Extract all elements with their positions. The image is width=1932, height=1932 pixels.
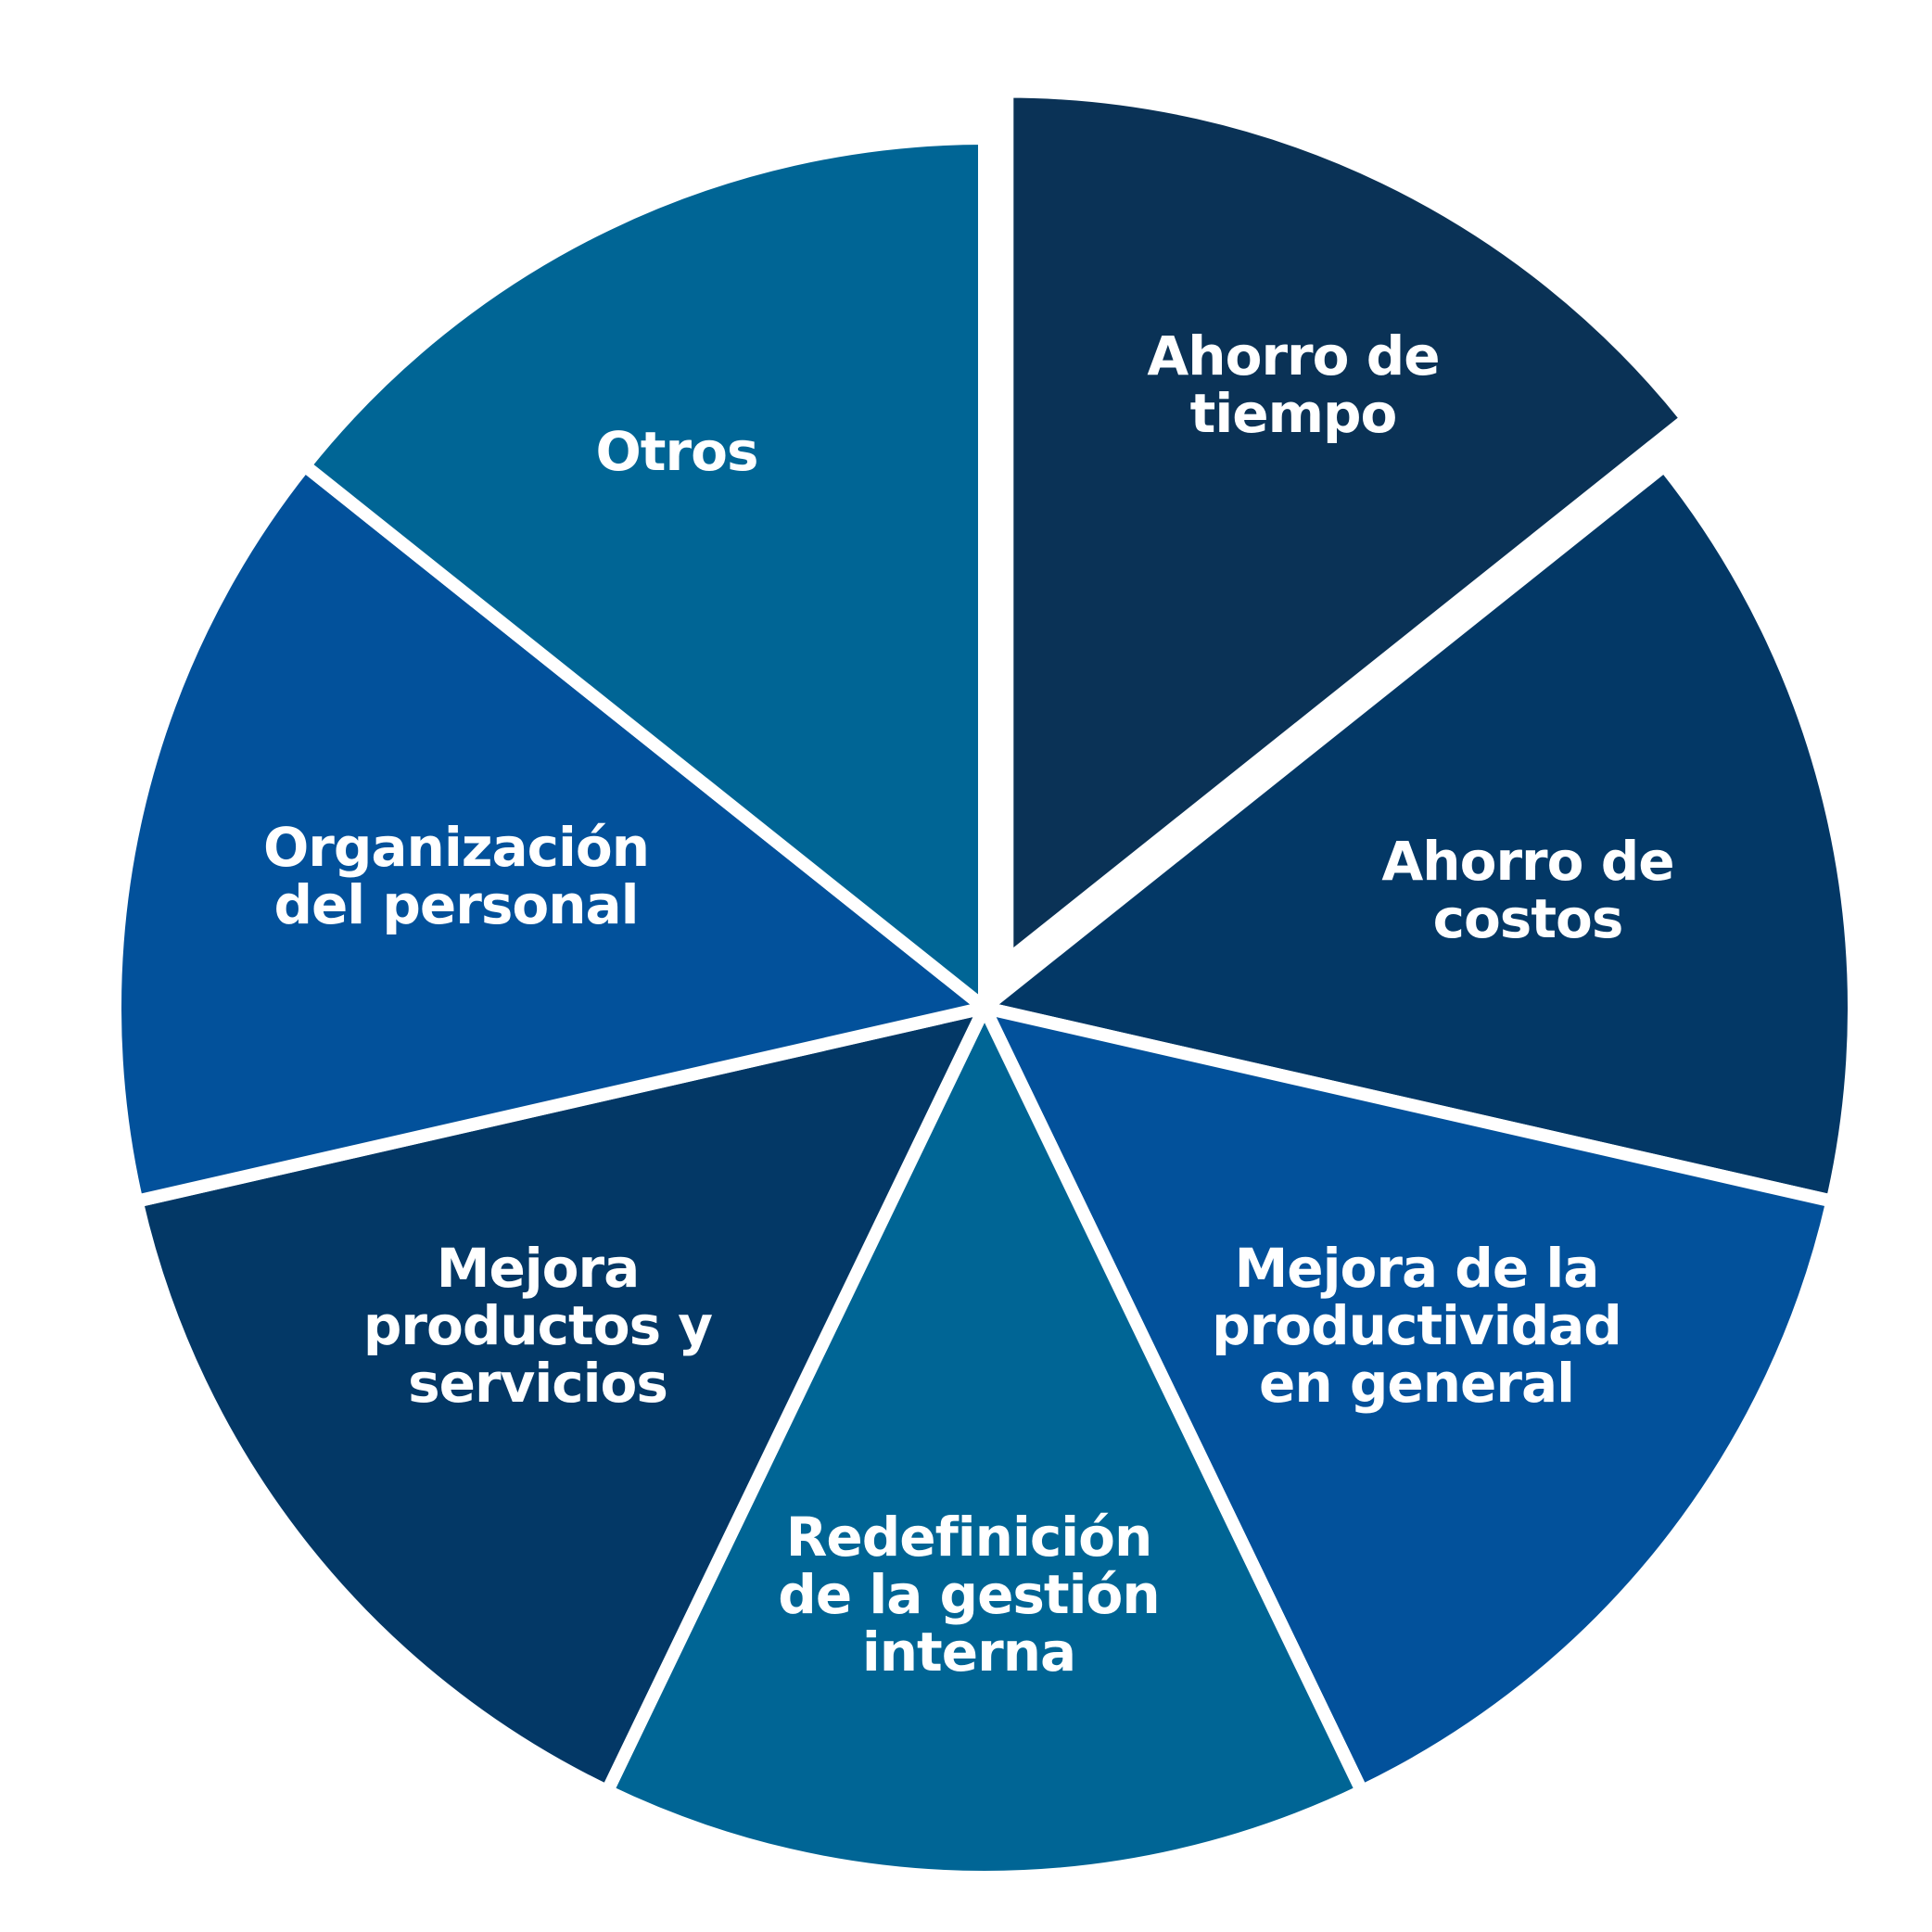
pie-wedges <box>108 84 1861 1884</box>
pie-wedge-mejora-productos <box>129 998 997 1800</box>
wedge-label-otros: Otros <box>595 420 757 483</box>
wedge-label-line: Mejora <box>437 1237 640 1300</box>
wedge-label-line: productividad <box>1212 1294 1621 1357</box>
pie-wedge-otros <box>295 131 991 1022</box>
wedge-label-line: en general <box>1259 1352 1574 1415</box>
pie-wedge-ahorro-de-tiempo <box>1000 84 1697 975</box>
wedge-label-line: interna <box>862 1621 1075 1684</box>
wedge-label-line: servicios <box>408 1352 667 1415</box>
wedge-label-line: costos <box>1433 887 1623 950</box>
wedge-label-line: productos y <box>363 1294 712 1357</box>
pie-wedge-ahorro-de-costos <box>970 456 1861 1210</box>
pie-wedge-redefinicion-gestion <box>598 992 1371 1884</box>
wedge-label-line: tiempo <box>1190 382 1397 445</box>
pie-wedge-organizacion-personal <box>108 456 999 1210</box>
wedge-label-line: Mejora de la <box>1235 1237 1599 1300</box>
wedge-label-line: de la gestión <box>778 1563 1159 1626</box>
wedge-label-line: Ahorro de <box>1381 830 1673 893</box>
wedge-label-line: Otros <box>595 420 757 483</box>
pie-wedge-mejora-productividad <box>972 998 1840 1800</box>
wedge-label-line: Organización <box>263 816 649 879</box>
wedge-label-line: del personal <box>273 873 638 936</box>
wedge-label-line: Redefinición <box>786 1506 1152 1569</box>
wedge-label-line: Ahorro de <box>1147 324 1439 388</box>
